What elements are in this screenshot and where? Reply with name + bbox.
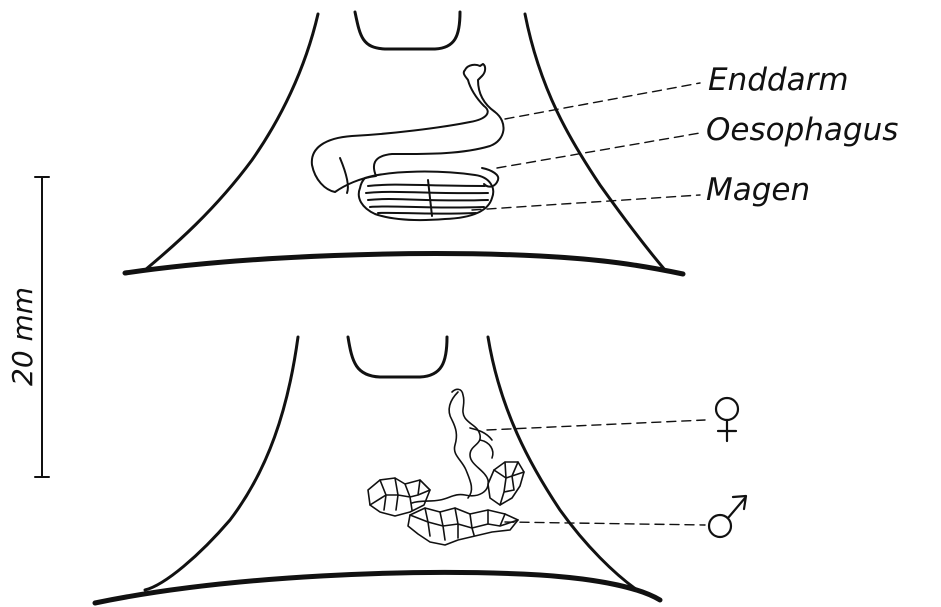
label-magen: Magen [706,172,810,208]
label-oesophagus: Oesophagus [706,112,898,148]
male-symbol-icon [709,496,746,537]
upper-leader-lines [472,83,700,210]
lower-leader-lines [487,420,705,525]
label-enddarm: Enddarm [708,62,849,98]
upper-body-outline [125,12,683,274]
lower-body-outline [95,337,660,603]
gut-drawing [312,64,504,220]
testis-lower [408,508,518,545]
gonad-drawing [368,389,524,545]
upper-notch [355,12,460,49]
lower-notch [348,337,447,377]
scale-bar-label: 20 mm [6,287,39,386]
female-symbol-icon [716,398,738,441]
